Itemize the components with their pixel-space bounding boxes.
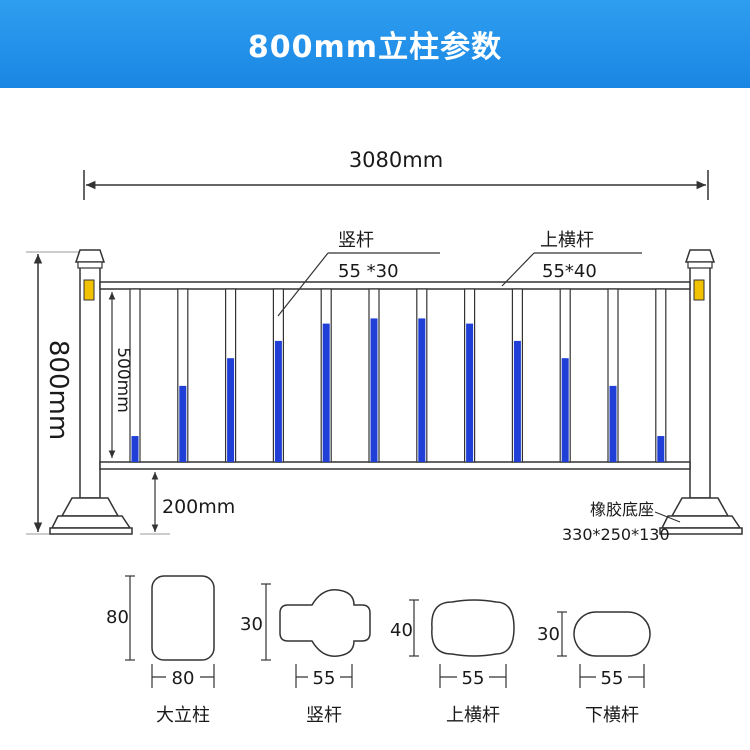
height-label: 800mm <box>43 340 73 440</box>
vertical-bar-fill <box>609 385 617 462</box>
post-width-label: 80 <box>172 668 195 689</box>
vertical-bar-fill <box>657 436 665 462</box>
vertical-bar <box>272 288 284 463</box>
length-dimension: 3080mm <box>83 148 709 200</box>
panel-height-label: 500mm <box>113 347 133 413</box>
vertical-bar-name: 竖杆 <box>338 230 374 251</box>
bar-height-label: 30 <box>240 614 263 635</box>
vertical-bar-fill <box>561 358 569 462</box>
post-height-label: 80 <box>106 607 129 628</box>
post-section-shape <box>151 575 215 661</box>
bar-section-shape <box>279 589 371 657</box>
base-name: 橡胶底座 <box>590 500 654 519</box>
top-rail <box>99 281 691 290</box>
cross-section-vertical-bar: 30 55 竖杆 <box>240 583 371 726</box>
base-callout: 橡胶底座 330*250*130 <box>562 500 681 544</box>
panel-height-dimension: 500mm <box>108 292 133 458</box>
right-reflector <box>693 279 705 301</box>
bar-width-label: 55 <box>313 668 336 689</box>
vertical-bar <box>655 288 667 463</box>
vertical-bar <box>607 288 619 463</box>
vertical-bar-callout: 竖杆 55 *30 <box>277 230 440 317</box>
vertical-bar <box>559 288 571 463</box>
vertical-bar-fill <box>322 323 330 462</box>
title-banner: 800mm立柱参数 <box>0 0 750 88</box>
top-rail-callout: 上横杆 55*40 <box>501 230 642 287</box>
vertical-bar-fill <box>227 358 235 462</box>
base-size: 330*250*130 <box>562 525 670 544</box>
bottom-rail-section-label: 下横杆 <box>585 705 639 726</box>
post-section-label: 大立柱 <box>156 705 210 726</box>
top-rail-section-shape <box>431 599 515 657</box>
bottom-rail-width-label: 55 <box>601 668 624 689</box>
right-post <box>659 249 743 535</box>
vertical-bar <box>177 288 189 463</box>
vertical-bar-fill <box>466 323 474 462</box>
vertical-bar <box>511 288 524 463</box>
vertical-bar-fill <box>274 340 282 462</box>
bottom-rail <box>99 461 691 470</box>
vertical-bar-fill <box>418 318 426 462</box>
clearance-label: 200mm <box>162 496 235 518</box>
height-dimension: 800mm <box>26 251 86 535</box>
vertical-bar-size: 55 *30 <box>338 261 399 282</box>
vertical-bar-fill <box>370 318 378 462</box>
vertical-bar <box>416 288 428 463</box>
length-label: 3080mm <box>349 148 443 172</box>
vertical-bar-fill <box>513 340 521 462</box>
vertical-bar <box>368 288 380 463</box>
clearance-dimension: 200mm <box>140 472 235 535</box>
vertical-bar <box>129 288 141 463</box>
bar-section-label: 竖杆 <box>306 705 342 726</box>
page-title: 800mm立柱参数 <box>247 30 503 65</box>
left-post <box>49 249 133 535</box>
top-rail-name: 上横杆 <box>540 230 594 251</box>
left-reflector <box>83 279 95 301</box>
cross-section-post: 80 80 大立柱 <box>106 575 215 726</box>
top-rail-section-label: 上横杆 <box>446 705 500 726</box>
vertical-bars <box>129 288 667 463</box>
top-rail-width-label: 55 <box>462 668 485 689</box>
cross-section-top-rail: 40 55 上横杆 <box>390 599 515 726</box>
bottom-rail-section-shape <box>573 611 651 657</box>
bottom-rail-height-label: 30 <box>537 624 560 645</box>
vertical-bar-fill <box>131 436 139 462</box>
top-rail-size: 55*40 <box>542 261 597 282</box>
vertical-bar-fill <box>179 385 187 462</box>
vertical-bar <box>320 288 332 463</box>
cross-section-bottom-rail: 30 55 下横杆 <box>537 611 651 726</box>
vertical-bar <box>464 288 476 463</box>
vertical-bar <box>225 288 237 463</box>
top-rail-height-label: 40 <box>390 620 413 641</box>
